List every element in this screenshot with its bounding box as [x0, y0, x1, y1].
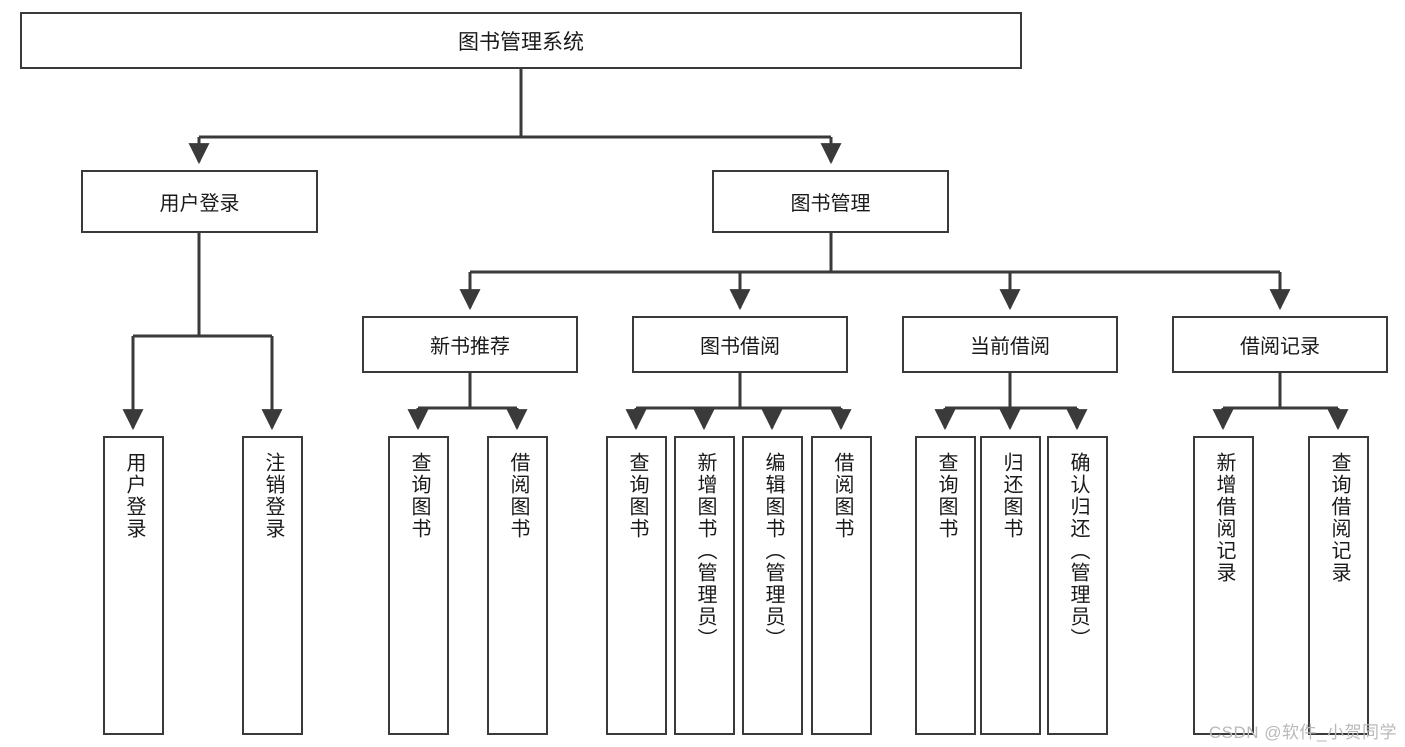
node-book-manage[interactable]: 图书管理	[712, 170, 949, 233]
leaf-new-book-borrow[interactable]: 借阅图书	[487, 436, 548, 735]
leaf-current-borrow-confirm[interactable]: 确认归还（管理员）	[1047, 436, 1108, 735]
leaf-label: 查询图书	[408, 452, 430, 540]
leaf-current-borrow-query[interactable]: 查询图书	[915, 436, 976, 735]
leaf-label: 编辑图书（管理员）	[762, 452, 784, 650]
leaf-book-borrow-query[interactable]: 查询图书	[606, 436, 667, 735]
leaf-label: 注销登录	[262, 452, 284, 540]
leaf-label: 查询借阅记录	[1328, 452, 1350, 584]
node-new-book-recommend-label: 新书推荐	[430, 336, 510, 358]
node-current-borrow[interactable]: 当前借阅	[902, 316, 1118, 373]
leaf-borrow-record-query[interactable]: 查询借阅记录	[1308, 436, 1369, 735]
leaf-new-book-query[interactable]: 查询图书	[388, 436, 449, 735]
leaf-book-borrow-borrow[interactable]: 借阅图书	[811, 436, 872, 735]
leaf-label: 新增借阅记录	[1213, 452, 1235, 584]
node-book-manage-label: 图书管理	[790, 193, 871, 215]
leaf-user-login-logout[interactable]: 注销登录	[242, 436, 303, 735]
node-current-borrow-label: 当前借阅	[970, 336, 1050, 358]
leaf-book-borrow-edit[interactable]: 编辑图书（管理员）	[742, 436, 803, 735]
node-borrow-record[interactable]: 借阅记录	[1172, 316, 1388, 373]
node-user-login[interactable]: 用户登录	[81, 170, 318, 233]
leaf-label: 确认归还（管理员）	[1067, 452, 1089, 650]
node-new-book-recommend[interactable]: 新书推荐	[362, 316, 578, 373]
leaf-label: 新增图书（管理员）	[694, 452, 716, 650]
leaf-label: 用户登录	[123, 452, 145, 540]
leaf-label: 查询图书	[935, 452, 957, 540]
node-book-borrow-label: 图书借阅	[700, 336, 780, 358]
leaf-borrow-record-add[interactable]: 新增借阅记录	[1193, 436, 1254, 735]
node-root[interactable]: 图书管理系统	[20, 12, 1022, 69]
leaf-user-login-login[interactable]: 用户登录	[103, 436, 164, 735]
node-user-login-label: 用户登录	[159, 193, 240, 215]
node-book-borrow[interactable]: 图书借阅	[632, 316, 848, 373]
node-root-label: 图书管理系统	[458, 30, 584, 54]
leaf-label: 归还图书	[1000, 452, 1022, 540]
leaf-current-borrow-return[interactable]: 归还图书	[980, 436, 1041, 735]
node-borrow-record-label: 借阅记录	[1240, 336, 1320, 358]
leaf-label: 借阅图书	[831, 452, 853, 540]
leaf-label: 借阅图书	[507, 452, 529, 540]
leaf-book-borrow-add[interactable]: 新增图书（管理员）	[674, 436, 735, 735]
leaf-label: 查询图书	[626, 452, 648, 540]
